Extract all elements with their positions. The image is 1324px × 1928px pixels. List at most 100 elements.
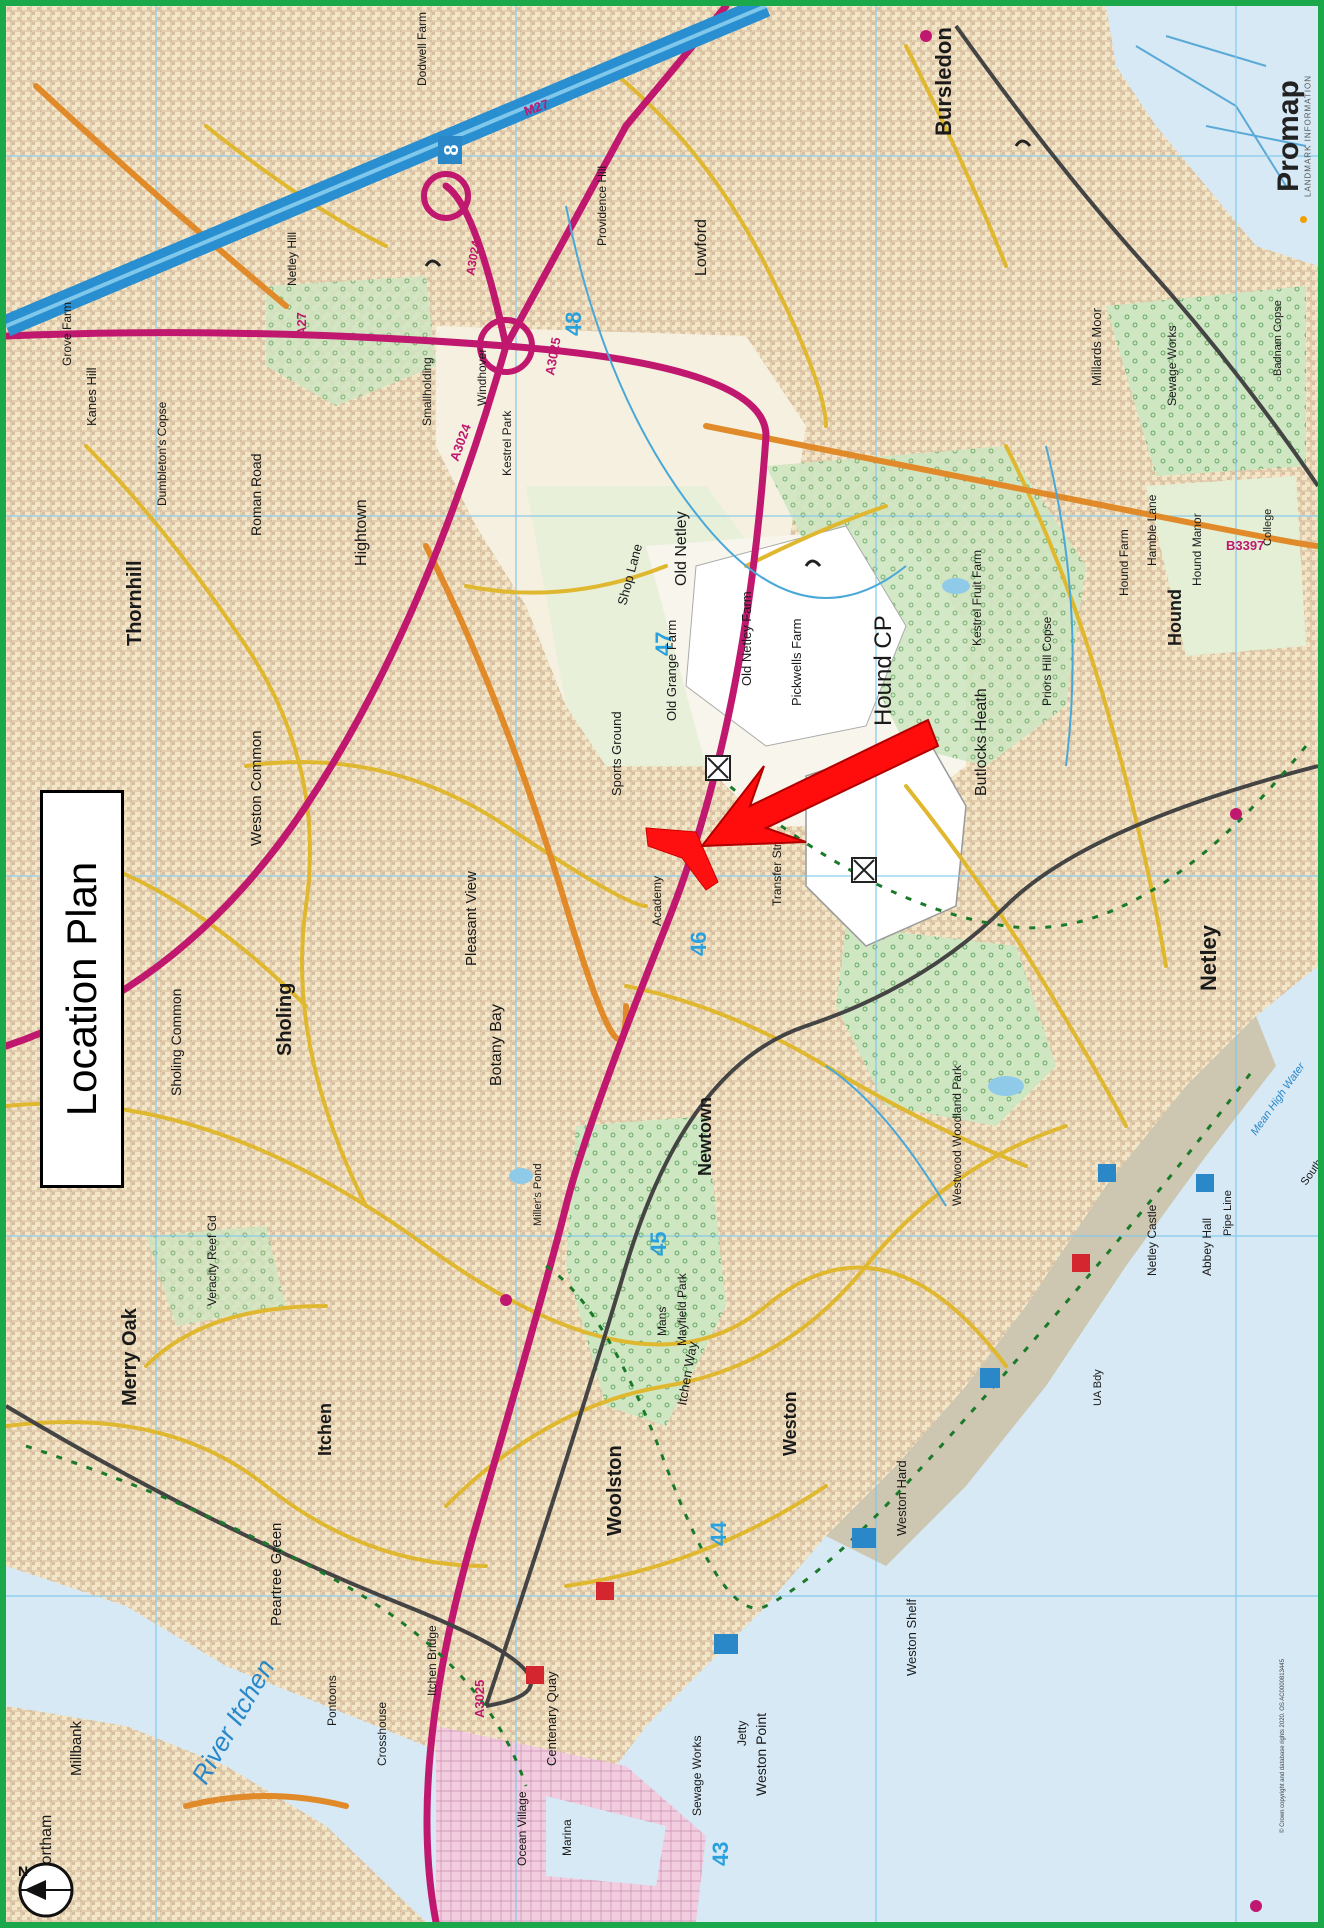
place-label: Old Grange Farm <box>664 620 679 721</box>
station-icon <box>920 30 932 42</box>
location-plan-title-box: Location Plan <box>40 790 124 1188</box>
place-label: Kanes Hill <box>84 367 99 426</box>
grid-number: 44 <box>706 1521 731 1546</box>
place-label: Lowford <box>693 219 710 276</box>
place-label: Northam <box>38 1815 55 1876</box>
historic-marker <box>1072 1254 1090 1272</box>
phone-icon <box>1014 139 1032 147</box>
place-label: Weston <box>780 1391 800 1456</box>
place-label: Kestrel Fruit Farm <box>970 550 984 646</box>
road-number: A3025 <box>542 336 563 376</box>
parking-icon <box>852 1528 876 1548</box>
place-label: Priors Hill Copse <box>1040 616 1054 706</box>
brand-logo: Promap LANDMARK INFORMATION <box>1260 46 1318 226</box>
place-label: Bursledon <box>931 27 956 136</box>
place-label: Hound Manor <box>1190 513 1204 586</box>
historic-marker <box>596 1582 614 1600</box>
grid-number: 46 <box>686 932 711 956</box>
station-icon <box>1250 1900 1262 1912</box>
place-label: Itchen <box>315 1403 335 1456</box>
grid-number: 47 <box>651 632 676 656</box>
millers-pond <box>509 1168 533 1184</box>
place-label: Millbank <box>68 1720 85 1776</box>
place-label: Miller's Pond <box>532 1163 544 1226</box>
place-label: Weston Point <box>753 1713 769 1796</box>
place-label: Old Netley <box>673 511 690 586</box>
brand-tagline: LANDMARK INFORMATION <box>1303 74 1313 198</box>
place-label: Pontoons <box>325 1675 339 1726</box>
place-label: Peartree Green <box>268 1523 285 1626</box>
phone-icon <box>804 559 822 567</box>
grid-number: 48 <box>561 312 586 336</box>
hound-cp-area <box>685 525 907 747</box>
north-label: N <box>18 1863 28 1879</box>
parking-icon <box>714 1634 738 1654</box>
roundabout-windhover <box>477 317 535 375</box>
site-outline <box>645 827 719 891</box>
foreshore-mud <box>826 1016 1276 1566</box>
place-label: Weston Shelf <box>904 1599 919 1676</box>
place-label: Botany Bay <box>488 1004 505 1086</box>
map-canvas[interactable]: 48 47 46 45 44 43 8 A27 A3025 A3024 B339… <box>6 6 1318 1922</box>
road-number: B3397 <box>1226 538 1264 553</box>
place-label: Hound <box>1165 589 1185 646</box>
brand-dot-icon <box>1300 216 1307 223</box>
place-label: Dumbleton's Copse <box>155 401 169 506</box>
roundabout-j8 <box>421 171 471 221</box>
place-label: Badnam Copse <box>1272 300 1284 376</box>
place-label: Thornhill <box>124 560 146 646</box>
place-label: Marina <box>560 1819 574 1856</box>
grid-number: 45 <box>646 1232 671 1256</box>
place-label: Mans <box>655 1307 669 1336</box>
place-label: Pipe Line <box>1222 1190 1234 1236</box>
place-label: Sports Ground <box>609 711 624 796</box>
place-label: Hound Farm <box>1117 529 1131 596</box>
hamble-estuary <box>1106 6 1318 266</box>
place-label: Windhover <box>475 349 489 406</box>
junction-8-badge <box>438 136 462 164</box>
place-label: Transfer Stn <box>770 840 784 906</box>
streams <box>565 205 1074 1207</box>
lake <box>942 578 970 594</box>
road-number: A27 <box>294 312 309 336</box>
place-label: Ocean Village <box>515 1791 529 1866</box>
place-label: Dodwell Farm <box>415 12 429 86</box>
place-label: Hound CP <box>870 615 897 726</box>
place-label: Weston Hard <box>894 1460 909 1536</box>
place-label: Kestrel Park <box>500 410 514 476</box>
place-label: Smallholding <box>420 357 434 426</box>
place-label: Crosshouse <box>375 1702 389 1766</box>
place-label: Providence Hill <box>595 166 609 246</box>
b-roads <box>33 83 1318 1809</box>
place-label: Weston Common <box>248 730 265 846</box>
motorway-m27 <box>6 6 771 337</box>
place-label: Millards Moor <box>1089 307 1104 386</box>
minor-roads <box>6 44 1168 1588</box>
place-label: Itchen Bridge <box>425 1625 439 1696</box>
copyright-notice: © Crown copyright and database rights 20… <box>1276 1586 1290 1906</box>
place-label: Abbey Hall <box>1200 1218 1214 1276</box>
recreational-route <box>25 745 1308 1787</box>
site-marker[interactable] <box>645 718 940 891</box>
place-label: Roman Road <box>248 454 264 537</box>
parking-icon <box>980 1368 1000 1388</box>
place-label: Sholing <box>274 983 296 1056</box>
historic-marker <box>526 1666 544 1684</box>
place-label: Veracity Reef Gd <box>205 1215 219 1306</box>
place-label: Old Netley Farm <box>739 591 754 686</box>
road-labels: A27 A3025 A3024 B3397 A3025 M27 A3024 <box>294 96 1264 1718</box>
place-label: Academy <box>650 876 664 926</box>
grid-labels: 48 47 46 45 44 43 8 <box>438 136 733 1866</box>
north-arrow-icon: N <box>14 1858 78 1922</box>
place-label: College <box>1262 509 1274 546</box>
station-icon <box>1230 808 1242 820</box>
station-icon <box>500 1294 512 1306</box>
road-number: A3025 <box>472 1680 487 1718</box>
place-label: Grove Farm <box>60 302 74 366</box>
place-label: Jetty <box>735 1721 749 1746</box>
grid-number: 43 <box>708 1842 733 1866</box>
place-label: UA Bdy <box>1092 1369 1104 1406</box>
phone-icon <box>424 259 442 267</box>
place-label: Mayfield Park <box>675 1272 689 1346</box>
